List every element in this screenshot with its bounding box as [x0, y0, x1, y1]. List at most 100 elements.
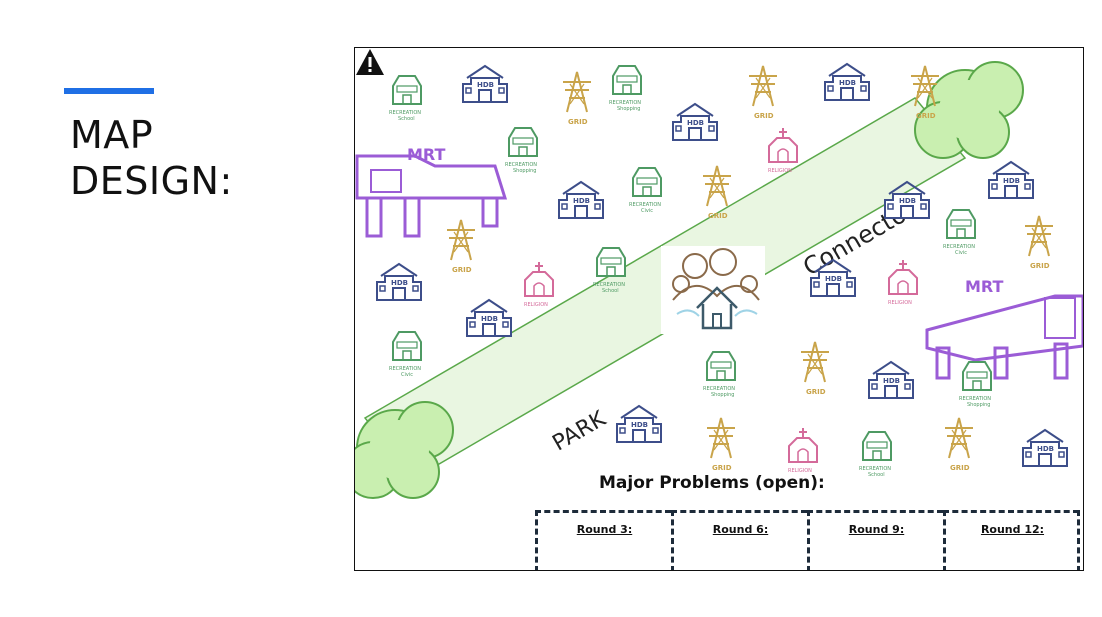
svg-text:RELIGION: RELIGION	[768, 168, 792, 174]
hdb-building-icon: HDB	[824, 63, 870, 101]
svg-text:School: School	[398, 116, 415, 122]
svg-text:Civic: Civic	[401, 372, 413, 378]
svg-text:HDB: HDB	[839, 79, 856, 87]
svg-text:HDB: HDB	[687, 119, 704, 127]
religion-building-icon: RELIGION	[768, 127, 798, 174]
round-cell: Round 3:	[535, 510, 671, 570]
svg-text:RECREATION: RECREATION	[593, 282, 625, 288]
power-pylon-icon: GRID	[1024, 215, 1054, 270]
svg-text:HDB: HDB	[1003, 177, 1020, 185]
svg-text:HDB: HDB	[573, 197, 590, 205]
power-pylon-icon: GRID	[446, 219, 476, 274]
svg-text:RECREATION: RECREATION	[959, 396, 991, 402]
power-pylon-icon: GRID	[800, 341, 830, 396]
mrt-label-right: MRT	[965, 277, 1004, 296]
svg-text:GRID: GRID	[916, 112, 936, 120]
svg-text:GRID: GRID	[708, 212, 728, 220]
svg-text:HDB: HDB	[477, 81, 494, 89]
hdb-building-icon: HDB	[672, 103, 718, 141]
svg-text:Shopping: Shopping	[513, 168, 536, 174]
hdb-building-icon: HDB	[810, 259, 856, 297]
mrt-station-left-icon	[355, 154, 508, 238]
home-community-icon	[661, 246, 765, 334]
round-label: Round 3:	[576, 523, 633, 536]
round-cell: Round 6:	[671, 510, 807, 570]
svg-text:RECREATION: RECREATION	[629, 202, 661, 208]
hdb-building-icon: HDB	[558, 181, 604, 219]
religion-building-icon: RELIGION	[888, 259, 918, 306]
slide-title: MAP DESIGN:	[70, 112, 233, 204]
svg-text:GRID: GRID	[754, 112, 774, 120]
round-label: Round 6:	[712, 523, 769, 536]
hdb-building-icon: HDB	[1022, 429, 1068, 467]
map-image: PARK Connector MRT MRT HDB HDB HDB HDB H…	[354, 47, 1084, 571]
svg-text:HDB: HDB	[825, 275, 842, 283]
round-label: Round 12:	[980, 523, 1045, 536]
svg-text:School: School	[868, 472, 885, 478]
rounds-grid: Round 3: Round 6: Round 9: Round 12:	[535, 510, 1080, 570]
title-line-1: MAP	[70, 113, 154, 157]
svg-text:RELIGION: RELIGION	[888, 300, 912, 306]
warning-icon	[356, 49, 384, 75]
religion-building-icon: RELIGION	[788, 427, 818, 474]
title-line-2: DESIGN:	[70, 159, 233, 203]
svg-text:Shopping: Shopping	[711, 392, 734, 398]
svg-text:HDB: HDB	[631, 421, 648, 429]
hdb-building-icon: HDB	[376, 263, 422, 301]
mrt-label-left: MRT	[407, 145, 446, 164]
round-cell: Round 12:	[943, 510, 1079, 570]
rounds-grid-edge	[1077, 510, 1080, 570]
svg-text:GRID: GRID	[712, 464, 732, 472]
svg-text:Civic: Civic	[641, 208, 653, 214]
svg-text:HDB: HDB	[391, 279, 408, 287]
map-drawing: PARK Connector MRT MRT HDB HDB HDB HDB H…	[355, 61, 1083, 499]
svg-text:GRID: GRID	[568, 118, 588, 126]
svg-text:GRID: GRID	[806, 388, 826, 396]
svg-text:RECREATION: RECREATION	[505, 162, 537, 168]
svg-text:RECREATION: RECREATION	[389, 110, 421, 116]
svg-text:RECREATION: RECREATION	[389, 366, 421, 372]
svg-text:RELIGION: RELIGION	[788, 468, 812, 474]
svg-text:RECREATION: RECREATION	[703, 386, 735, 392]
round-cell: Round 9:	[807, 510, 943, 570]
svg-text:HDB: HDB	[883, 377, 900, 385]
svg-text:RECREATION: RECREATION	[609, 100, 641, 106]
hdb-building-icon: HDB	[884, 181, 930, 219]
svg-text:GRID: GRID	[1030, 262, 1050, 270]
svg-text:School: School	[602, 288, 619, 294]
svg-text:GRID: GRID	[452, 266, 472, 274]
svg-text:HDB: HDB	[481, 315, 498, 323]
svg-text:HDB: HDB	[899, 197, 916, 205]
power-pylon-icon: GRID	[702, 165, 732, 220]
mrt-station-right-icon	[925, 294, 1083, 380]
major-problems-title: Major Problems (open):	[599, 473, 825, 493]
svg-text:GRID: GRID	[950, 464, 970, 472]
religion-building-icon: RELIGION	[524, 261, 554, 308]
svg-text:Shopping: Shopping	[967, 402, 990, 408]
svg-text:RELIGION: RELIGION	[524, 302, 548, 308]
svg-text:HDB: HDB	[1037, 445, 1054, 453]
power-pylon-icon: GRID	[910, 65, 940, 120]
svg-text:Shopping: Shopping	[617, 106, 640, 112]
power-pylon-icon: GRID	[944, 417, 974, 472]
hdb-building-icon: HDB	[868, 361, 914, 399]
hdb-building-icon: HDB	[616, 405, 662, 443]
hdb-building-icon: HDB	[466, 299, 512, 337]
svg-text:Civic: Civic	[955, 250, 967, 256]
svg-text:RECREATION: RECREATION	[859, 466, 891, 472]
major-problems-heading: Major Problems (open):	[563, 473, 825, 493]
round-label: Round 9:	[848, 523, 905, 536]
power-pylon-icon: GRID	[562, 71, 592, 126]
hdb-building-icon: HDB	[988, 161, 1034, 199]
power-pylon-icon: GRID	[748, 65, 778, 120]
park-label: PARK	[549, 406, 611, 456]
